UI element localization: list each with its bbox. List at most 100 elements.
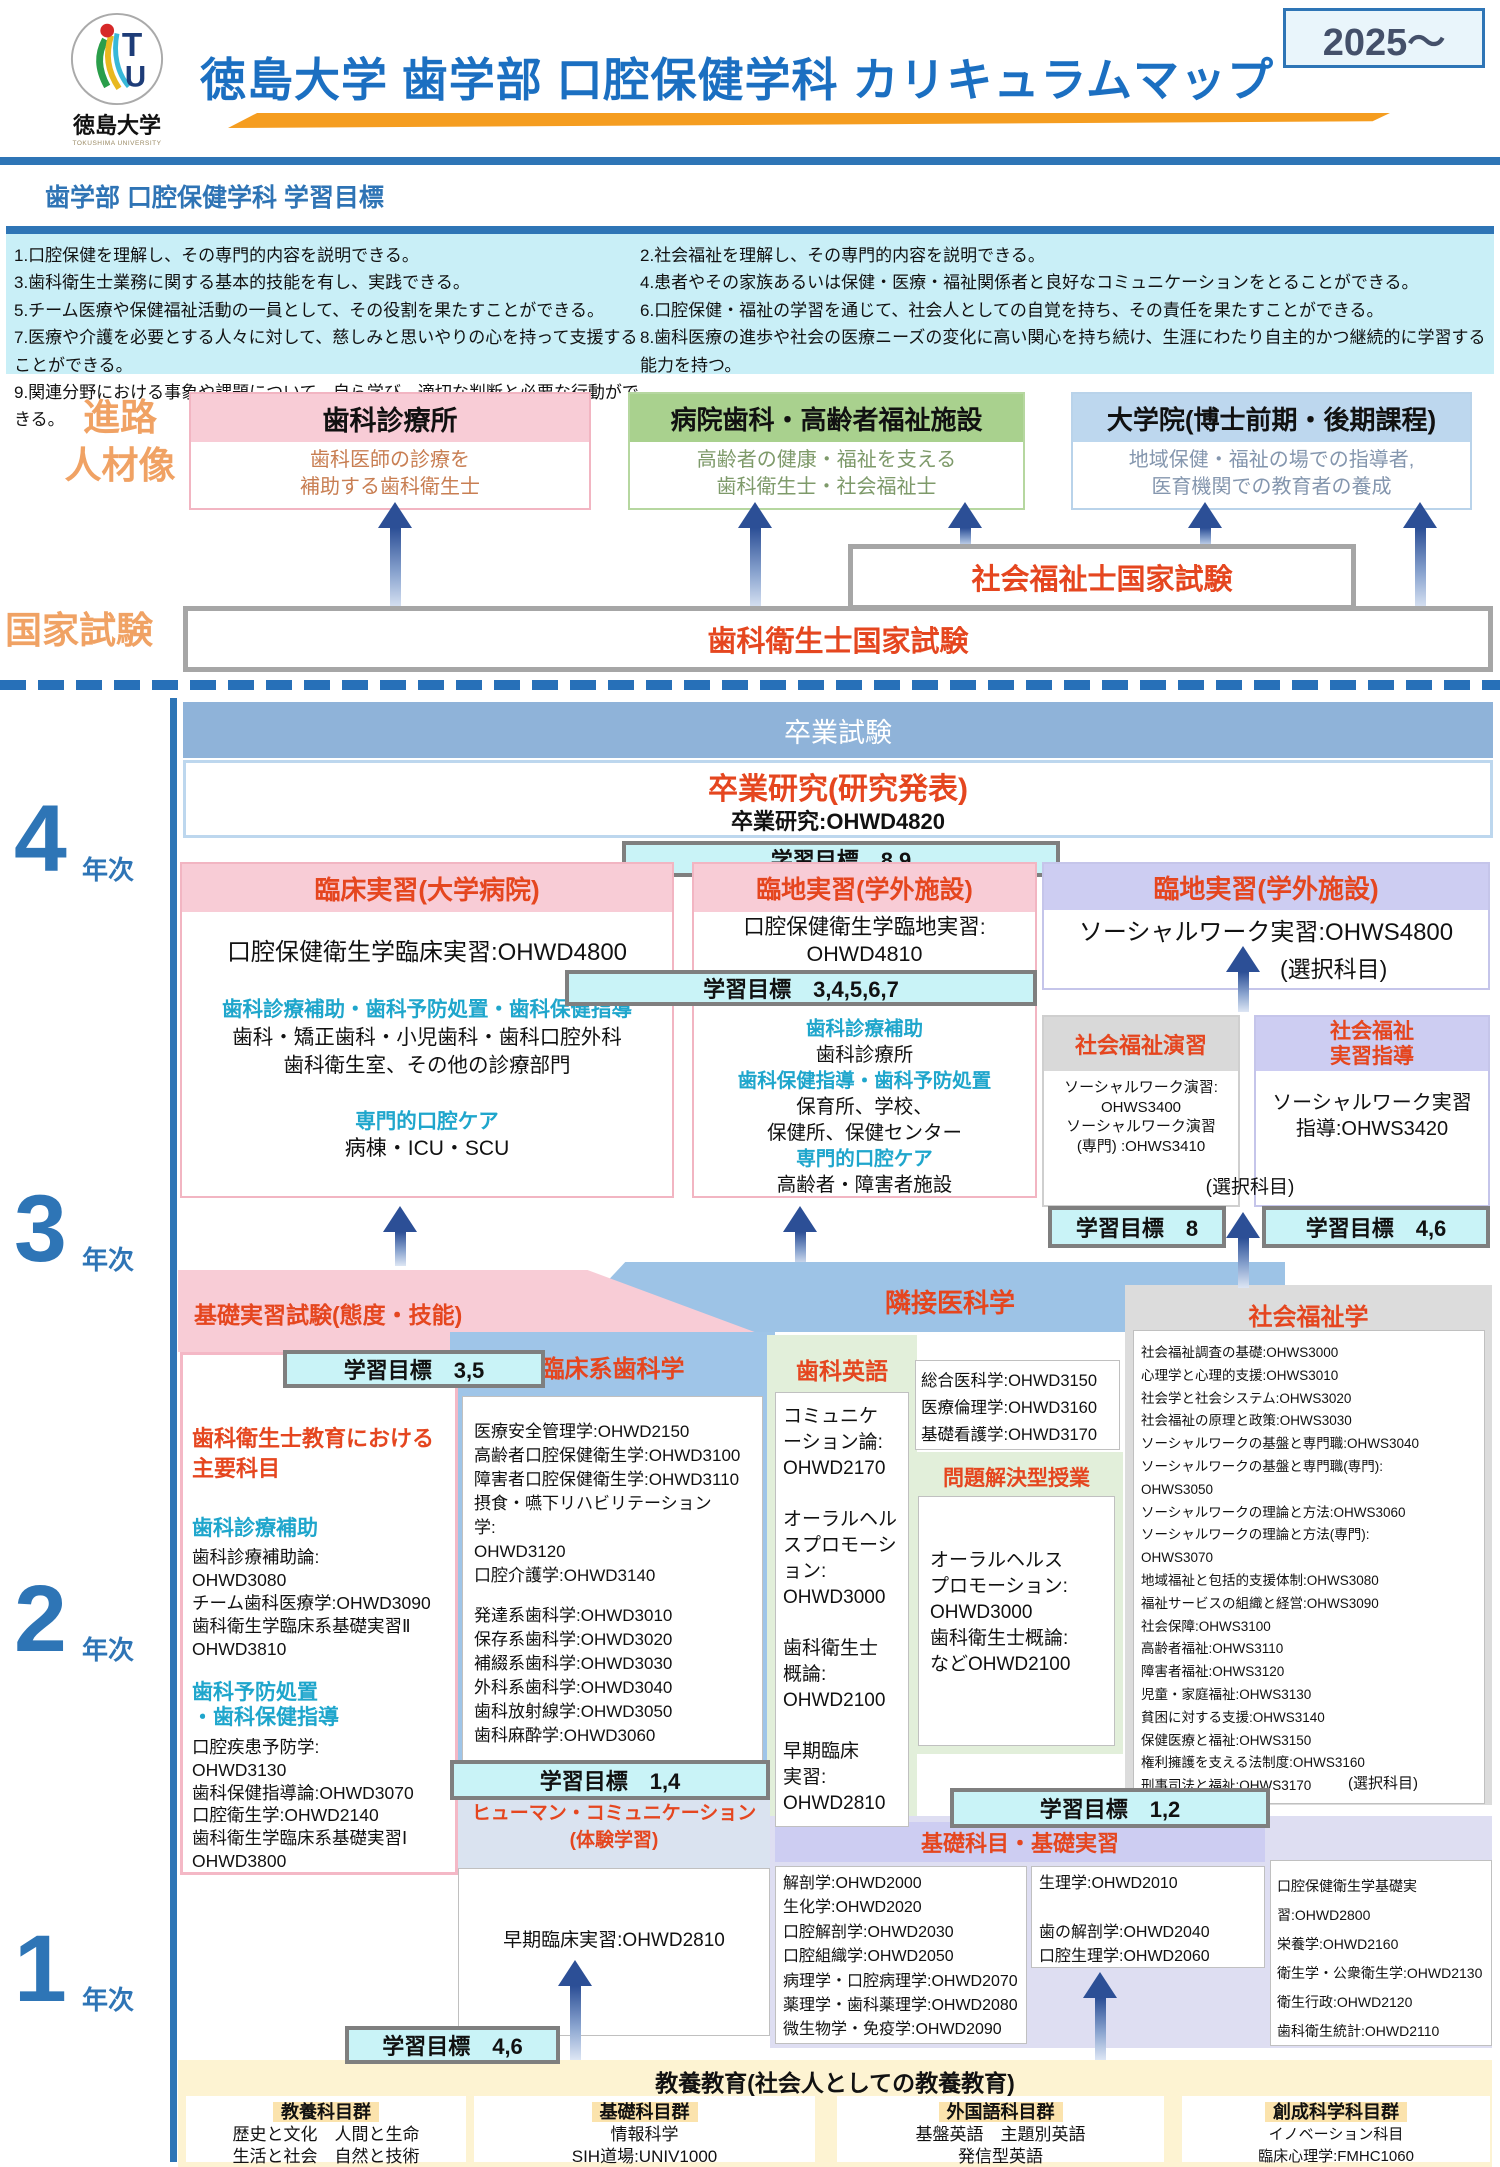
group-body: 歴史と文化 人間と生命 生活と社会 自然と技術 [232, 2125, 420, 2166]
social-welfare-courses: 社会福祉調査の基礎:OHWS3000 心理学と心理的支援:OHWS3010 社会… [1141, 1345, 1420, 1794]
dental-english-courses: コミュニケ ーション論: OHWD2170 オーラルヘル スプロモーシ ョン: … [783, 1406, 898, 1814]
clinical-dentistry-title: 臨床系歯科学 [540, 1356, 685, 1383]
hospital-wards: 病棟・ICU・SCU [344, 1137, 510, 1160]
field-practice-box: 臨地実習(学外施設) [692, 862, 1037, 1198]
goal-badge-4-6-year1: 学習目標 4,6 [345, 2026, 560, 2064]
basic-col1-courses: 解剖学:OHWD2000 生化学:OHWD2020 口腔解剖学:OHWD2030… [783, 1875, 1018, 2039]
header-divider [0, 157, 1500, 165]
up-arrow [1403, 502, 1437, 610]
field-site3: 保健所、保健センター [766, 1122, 962, 1144]
clinical-dentistry-group2: 発達系歯科学:OHWD3010 保存系歯科学:OHWD3020 補綴系歯科学:O… [474, 1606, 673, 1745]
clinical-dentistry-group1: 医療安全管理学:OHWD2150 高齢者口腔保健衛生学:OHWD3100 障害者… [474, 1422, 741, 1585]
human-comm-title: ヒューマン・コミュニケーション (体験学習) [471, 1803, 757, 1851]
hospital-course: 口腔保健衛生学臨床実習:OHWD4800 [226, 939, 628, 966]
basic-col2-courses: 生理学:OHWD2010 歯の解剖学:OHWD2040 口腔生理学:OHWD20… [1039, 1875, 1210, 1966]
hospital-duties: 歯科診療補助・歯科予防処置・歯科保健指導 [222, 998, 632, 1021]
social-worker-exam-box: 社会福祉士国家試験 [848, 544, 1356, 610]
goal-badge-34567: 学習目標 3,4,5,6,7 [565, 970, 1037, 1006]
box-title: 臨地実習(学外施設) [1044, 864, 1488, 910]
dh-major-sub2-courses: 口腔疾患予防学: OHWD3130 歯科保健指導論:OHWD3070 口腔衛生学… [192, 1737, 414, 1871]
human-comm-course: 早期臨床実習:OHWD2810 [503, 1930, 725, 1951]
liberal-group-basics: 基礎科目群 情報科学 SIH道場:UNIV1000 [474, 2096, 815, 2166]
logo-subtitle: TOKUSHIMA UNIVERSITY [72, 140, 162, 147]
sw-seminar-box: 社会福祉演習 [1042, 1015, 1240, 1207]
up-arrow [783, 1206, 817, 1266]
career-box-title: 大学院(博士前期・後期課程) [1073, 394, 1470, 442]
hospital-dept1: 歯科・矯正歯科・小児歯科・歯科口腔外科 [232, 1026, 622, 1049]
year-badge: 2025〜 [1283, 8, 1485, 68]
dh-major-sub1-courses: 歯科診療補助論: OHWD3080 チーム歯科医療学:OHWD3090 歯科衛生… [192, 1547, 431, 1659]
logo-letter-t: T [122, 27, 142, 64]
liberal-group-culture: 教養科目群 歴史と文化 人間と生命 生活と社会 自然と技術 [186, 2096, 466, 2166]
clinical-dentistry-box [462, 1396, 763, 1778]
year-4-suffix: 年次 [82, 855, 135, 885]
basic-practice-exam-label: 基礎実習試験(態度・技能) [194, 1302, 463, 1328]
university-logo: T U 徳島大学 TOKUSHIMA UNIVERSITY [52, 10, 182, 162]
graduation-exam-bar: 卒業試験 [183, 702, 1493, 758]
field-site1: 歯科診療所 [815, 1044, 914, 1066]
career-box-graduate-school: 大学院(博士前期・後期課程) 地域保健・福祉の場での指導者, 医育機関での教育者… [1071, 392, 1472, 510]
field-duty3: 専門的口腔ケア [796, 1148, 933, 1170]
career-box-hospital-welfare: 病院歯科・高齢者福祉施設 高齢者の健康・福祉を支える 歯科衛生士・社会福祉士 [628, 392, 1025, 510]
up-arrow [383, 1206, 417, 1266]
box-title: 社会福祉演習 [1044, 1017, 1238, 1071]
logo-letter-u: U [125, 60, 146, 93]
dh-major-box [180, 1352, 458, 1875]
liberal-arts-title: 教養教育(社会人としての教養教育) [655, 2070, 1015, 2096]
dental-english-box [775, 1392, 909, 1827]
career-box-title: 病院歯科・高齢者福祉施設 [630, 394, 1023, 442]
goal-badge-1-2: 学習目標 1,2 [950, 1788, 1270, 1828]
up-arrow [1226, 946, 1260, 1012]
human-comm-header [458, 1792, 770, 1868]
hospital-care: 専門的口腔ケア [355, 1110, 499, 1133]
social-field-elective: (選択科目) [1280, 956, 1388, 982]
liberal-group-creative: 創成科学科目群 イノベーション科目 臨床心理学:FMHC1060 [1182, 2096, 1490, 2165]
graduation-research-course: 卒業研究:OHWD4820 [731, 809, 945, 834]
field-site4: 高齢者・障害者施設 [776, 1174, 953, 1196]
pbl-courses: オーラルヘルス プロモーション: OHWD3000 歯科衛生士概論: などOHW… [930, 1550, 1071, 1675]
pbl-title: 問題解決型授業 [943, 1467, 1090, 1490]
year-3-number: 3 [14, 1176, 67, 1282]
hygienist-exam-box: 歯科衛生士国家試験 [183, 606, 1493, 672]
year-3-suffix: 年次 [82, 1245, 135, 1275]
goals-box: 1.口腔保健を理解し、その専門的内容を説明できる。 3.歯科衛生士業務に関する基… [6, 226, 1494, 429]
group-body: 情報科学 SIH道場:UNIV1000 [571, 2125, 718, 2166]
dental-english-title: 歯科英語 [796, 1358, 888, 1384]
basic-col1-box [775, 1866, 1027, 2044]
graduation-research-box [183, 760, 1493, 838]
field-course: 口腔保健衛生学臨地実習: OHWD4810 [743, 915, 986, 966]
box-title: 社会福祉 実習指導 [1256, 1017, 1488, 1071]
box-title: 臨床実習(大学病院) [182, 864, 672, 912]
dh-major-sub1: 歯科診療補助 [192, 1517, 318, 1540]
year-4-number: 4 [14, 786, 67, 892]
dh-major-sub2: 歯科予防処置 ・歯科保健指導 [192, 1681, 339, 1729]
up-arrow [738, 502, 772, 610]
year-2-number: 2 [14, 1566, 67, 1672]
career-box-body: 地域保健・福祉の場での指導者, 医育機関での教育者の養成 [1128, 449, 1415, 498]
group-title: 創成科学科目群 [1265, 2102, 1407, 2122]
up-arrow [558, 1960, 592, 2060]
basic-col3-courses: 口腔保健衛生学基礎実習:OHWD2800 栄養学:OHWD2160 衛生学・公衆… [1277, 1878, 1483, 2039]
group-title: 教養科目群 [273, 2102, 379, 2122]
career-box-title: 歯科診療所 [191, 394, 589, 442]
goal-badge-1-4: 学習目標 1,4 [450, 1760, 770, 1800]
dh-major-title: 歯科衛生士教育における 主要科目 [192, 1426, 435, 1481]
career-box-body: 高齢者の健康・福祉を支える 歯科衛生士・社会福祉士 [696, 449, 957, 498]
goal-badge-8: 学習目標 8 [1048, 1206, 1226, 1248]
up-arrow [1226, 1212, 1260, 1288]
social-field-practice-box: 臨地実習(学外施設) [1042, 862, 1490, 990]
adjacent-courses: 総合医科学:OHWD3150 医療倫理学:OHWD3160 基礎看護学:OHWD… [921, 1372, 1098, 1444]
up-arrow [948, 502, 982, 548]
sw-seminar-courses: ソーシャルワーク演習: OHWS3400 ソーシャルワーク演習 (専門) :OH… [1064, 1079, 1218, 1155]
social-welfare-courses-box [1133, 1330, 1485, 1804]
up-arrow [1083, 1972, 1117, 2060]
left-frame-line [170, 698, 177, 2162]
box-title: 臨地実習(学外施設) [694, 864, 1035, 912]
liberal-group-language: 外国語科目群 基盤英語 主題別英語 発信型英語 [837, 2096, 1164, 2166]
human-comm-box [458, 1868, 770, 2036]
adjacent-courses-box [915, 1360, 1120, 1450]
career-box-body: 歯科医師の診療を 補助する歯科衛生士 [300, 449, 480, 498]
exam-section-label: 国家試験 [5, 610, 153, 651]
adjacent-medical-banner-label: 隣接医科学 [884, 1288, 1015, 1318]
